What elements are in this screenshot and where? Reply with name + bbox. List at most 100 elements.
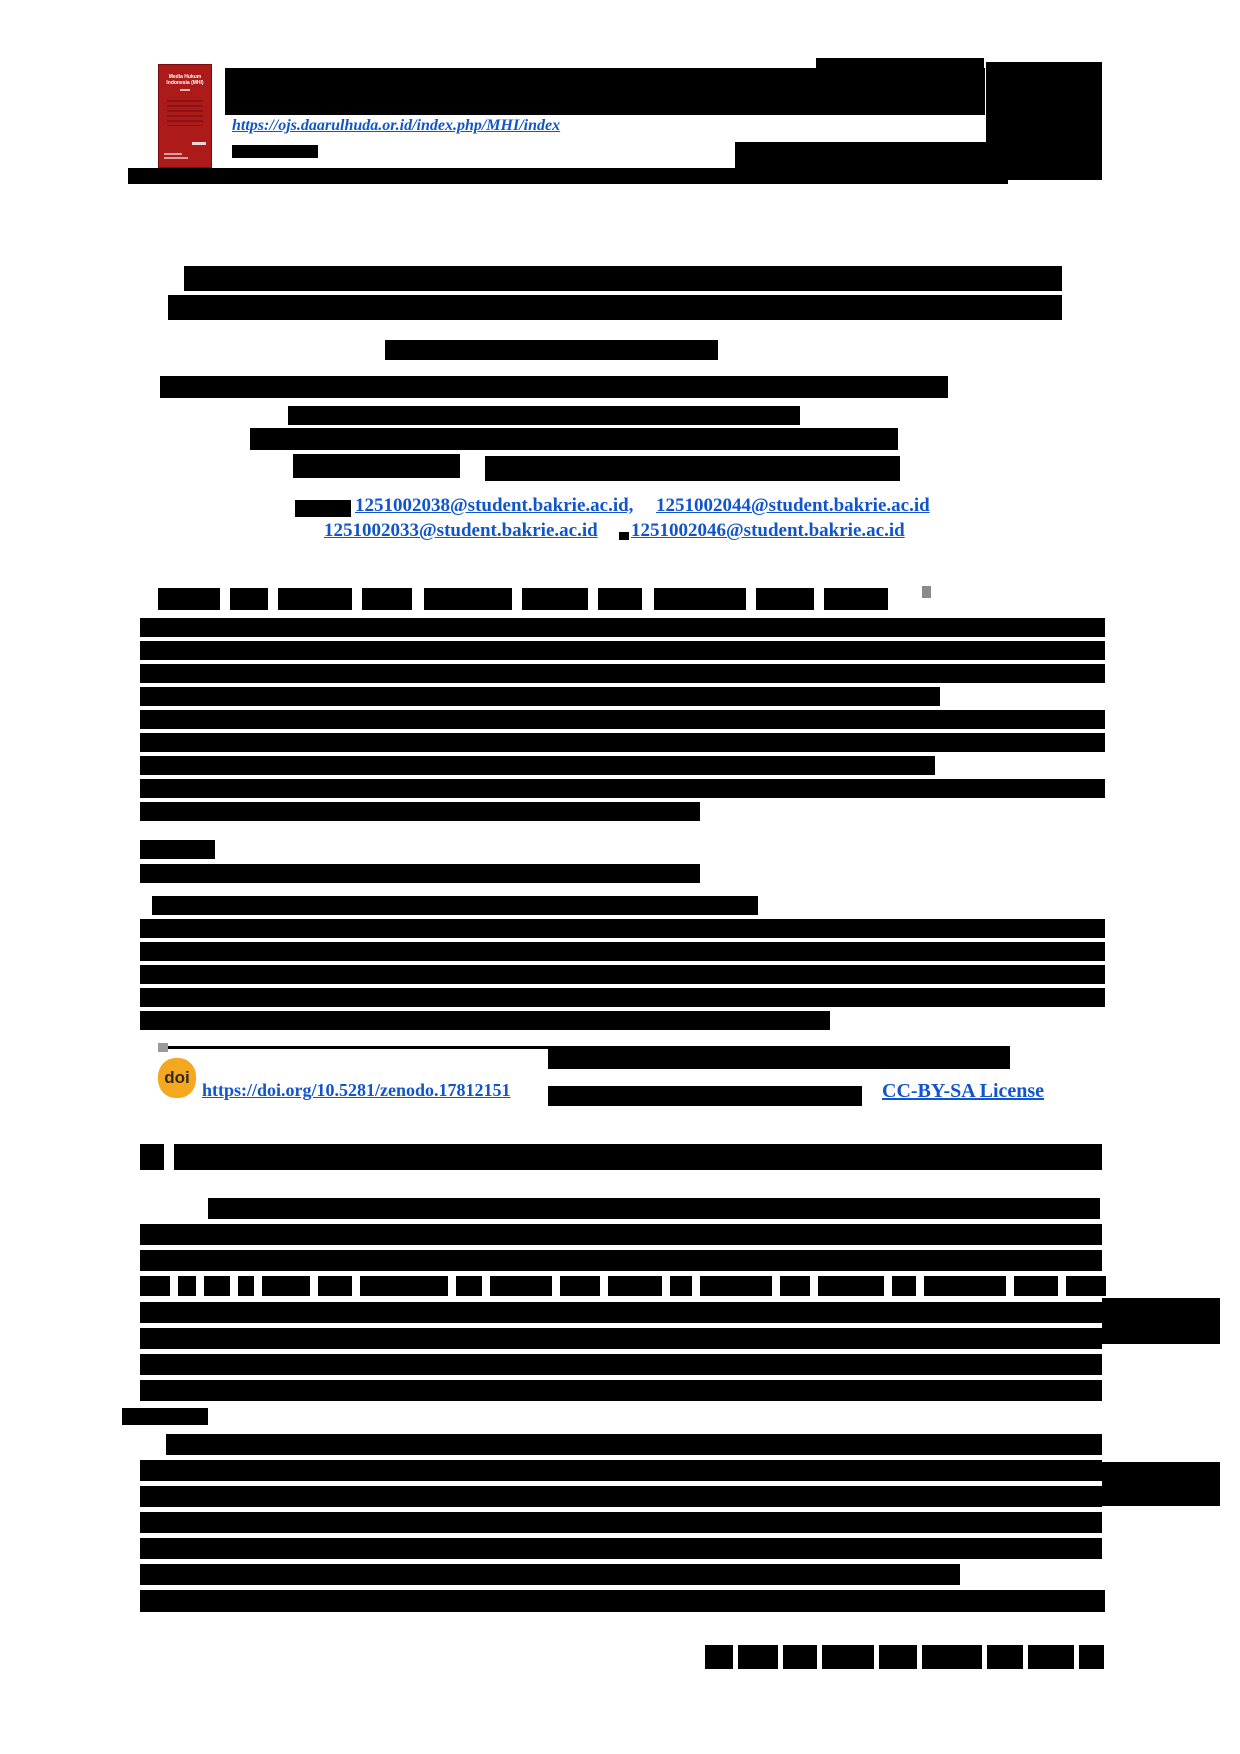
redacted-text-block <box>168 1046 1010 1049</box>
redacted-text-block <box>705 1645 733 1669</box>
author-email-link-3[interactable]: 1251002033@student.bakrie.ac.id <box>324 520 598 541</box>
redacted-text-block <box>288 406 800 425</box>
redacted-text-block <box>184 266 1062 291</box>
redacted-text-block <box>122 1408 208 1425</box>
redacted-text-block <box>360 1276 448 1296</box>
redacted-text-block <box>879 1645 917 1669</box>
journal-cover-volume-bar <box>192 142 206 145</box>
redacted-text-block <box>232 145 318 158</box>
redacted-text-block <box>456 1276 482 1296</box>
redacted-text-block <box>166 1434 1102 1455</box>
redacted-text-block <box>140 1328 1102 1349</box>
redacted-text-block <box>140 1486 1102 1507</box>
redacted-text-block <box>140 1354 1102 1375</box>
redacted-text-block <box>619 532 629 540</box>
redacted-text-block <box>293 454 460 478</box>
redacted-text-block <box>1079 1645 1104 1669</box>
redacted-text-block <box>250 428 898 450</box>
redacted-text-block <box>140 1224 1102 1245</box>
redacted-text-block <box>140 664 1105 683</box>
redacted-text-block <box>424 588 512 610</box>
redacted-text-block <box>1102 1462 1220 1506</box>
redacted-text-block <box>1028 1645 1074 1669</box>
redacted-text-block <box>654 588 746 610</box>
redacted-text-block <box>140 1276 170 1296</box>
redacted-text-block <box>140 919 1105 938</box>
redacted-text-block <box>204 1276 230 1296</box>
redacted-text-block <box>922 1645 982 1669</box>
redacted-text-block <box>160 376 948 398</box>
redacted-text-block <box>128 168 1008 184</box>
redacted-text-block <box>208 1198 1100 1219</box>
redacted-text-block <box>140 733 1105 752</box>
license-link[interactable]: CC-BY-SA License <box>882 1080 1045 1102</box>
redacted-text-block <box>522 588 588 610</box>
redacted-text-block <box>548 1048 1010 1069</box>
redacted-text-block <box>140 710 1105 729</box>
redacted-text-block <box>140 1590 1105 1612</box>
journal-cover-publisher-bar-1 <box>164 153 182 155</box>
redacted-text-block <box>548 1086 862 1106</box>
redacted-text-block <box>818 1276 884 1296</box>
redacted-text-block <box>140 802 700 821</box>
redacted-text-block <box>140 1460 1102 1481</box>
doi-link[interactable]: https://doi.org/10.5281/zenodo.17812151 <box>202 1080 511 1100</box>
redacted-text-block <box>362 588 412 610</box>
redacted-text-block <box>756 588 814 610</box>
redacted-text-block <box>816 58 984 69</box>
redacted-text-block <box>385 340 718 360</box>
redacted-text-block <box>140 641 1105 660</box>
redacted-text-block <box>670 1276 692 1296</box>
redacted-text-block <box>140 1512 1102 1533</box>
journal-cover-thumbnail: Media Hukum Indonesia (MHI) <box>158 64 212 168</box>
redacted-text-block <box>140 942 1105 961</box>
redacted-text-block <box>140 779 1105 798</box>
journal-cover-publisher-bar-2 <box>164 157 188 159</box>
redacted-text-block <box>824 588 888 610</box>
author-email-link-4[interactable]: 1251002046@student.bakrie.ac.id <box>631 520 905 541</box>
redacted-text-block <box>178 1276 196 1296</box>
redacted-text-block <box>140 864 700 883</box>
redacted-text-block <box>700 1276 772 1296</box>
redacted-text-block <box>892 1276 916 1296</box>
redacted-text-block <box>295 500 351 517</box>
redacted-text-block <box>152 896 758 915</box>
redacted-text-block <box>608 1276 662 1296</box>
redacted-text-block <box>262 1276 310 1296</box>
redacted-text-block <box>924 1276 1006 1296</box>
redacted-text-block <box>238 1276 254 1296</box>
redacted-text-block <box>1014 1276 1058 1296</box>
redacted-text-block <box>140 1564 960 1585</box>
redacted-text-block <box>140 840 215 859</box>
author-email-link-2[interactable]: 1251002044@student.bakrie.ac.id <box>656 495 930 516</box>
redacted-text-block <box>140 988 1105 1007</box>
journal-cover-subtitle-bar <box>180 89 190 91</box>
redacted-text-block <box>735 142 1008 168</box>
redacted-text-block <box>278 588 352 610</box>
redacted-text-block <box>490 1276 552 1296</box>
redacted-text-block <box>738 1645 778 1669</box>
redacted-text-block <box>922 586 931 598</box>
redacted-text-block <box>987 1645 1023 1669</box>
redacted-text-block <box>1066 1276 1106 1296</box>
redacted-text-block <box>822 1645 874 1669</box>
redacted-text-block <box>230 588 268 610</box>
redacted-text-block <box>140 1250 1102 1271</box>
redacted-text-block <box>140 1144 164 1170</box>
redacted-text-block <box>140 1011 830 1030</box>
redacted-text-block <box>140 618 1105 637</box>
redacted-text-block <box>140 1302 1102 1323</box>
redacted-text-block <box>140 965 1105 984</box>
redacted-text-block <box>140 687 940 706</box>
redacted-text-block <box>158 588 220 610</box>
redacted-text-block <box>174 1144 1102 1170</box>
journal-cover-text-lines <box>167 100 203 126</box>
redacted-text-block <box>140 756 935 775</box>
redacted-text-block <box>485 456 900 481</box>
redacted-text-block <box>598 588 642 610</box>
author-email-link-1[interactable]: 1251002038@student.bakrie.ac.id, <box>355 495 634 516</box>
journal-cover-title: Media Hukum Indonesia (MHI) <box>166 74 204 86</box>
redacted-text-block <box>225 68 985 115</box>
redacted-text-block <box>140 1538 1102 1559</box>
journal-ojs-link[interactable]: https://ojs.daarulhuda.or.id/index.php/M… <box>232 117 561 134</box>
